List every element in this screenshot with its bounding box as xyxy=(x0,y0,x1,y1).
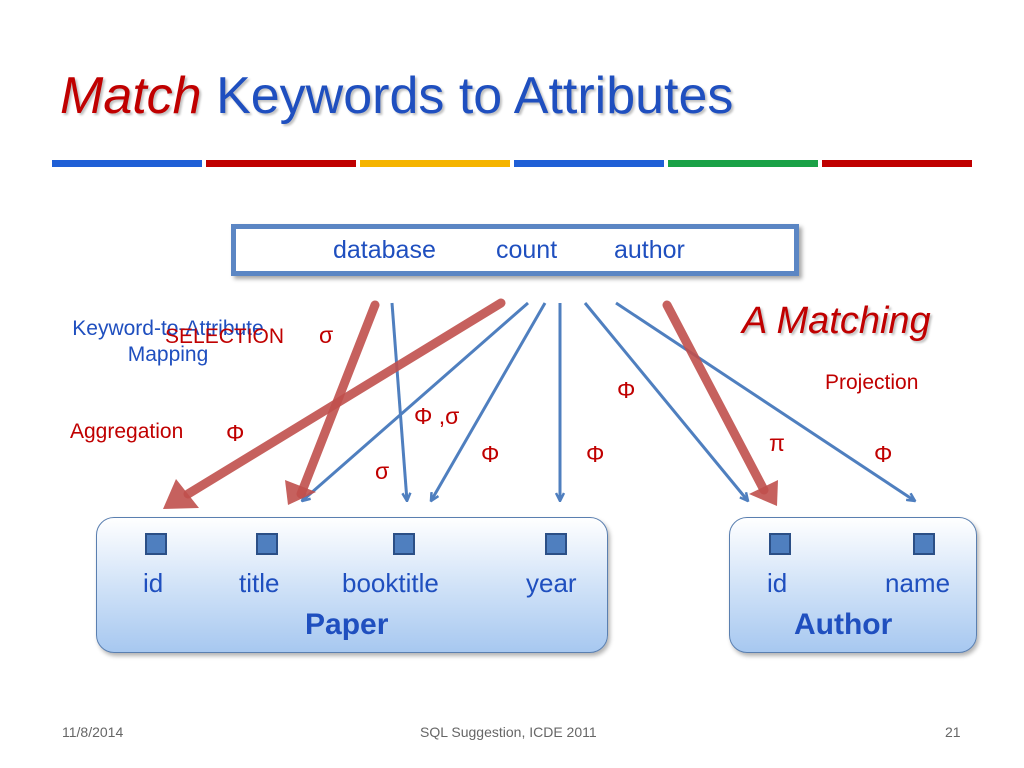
paper-attr-year: year xyxy=(526,568,577,598)
red-arrow-count-id xyxy=(183,298,506,499)
a-matching-label: A Matching xyxy=(742,300,931,342)
divider-bar-3 xyxy=(360,160,510,167)
red-arrowhead-id xyxy=(163,479,199,509)
red-arrowhead-author-id xyxy=(749,480,778,506)
red-arrow-database-title xyxy=(296,300,380,499)
sigma-selection-symbol: σ xyxy=(319,322,334,348)
divider-bar-5 xyxy=(668,160,818,167)
mapping-label: Keyword-to-Attribute Mapping xyxy=(44,316,292,368)
phi-mid1-symbol: Φ xyxy=(481,441,500,467)
divider-bar-2 xyxy=(206,160,356,167)
blue-arrow-author-name xyxy=(615,301,915,501)
footer-date: 11/8/2014 xyxy=(62,724,124,740)
selection-label: SELECTION xyxy=(165,325,285,348)
keyword-author: author xyxy=(614,236,685,264)
mapping-label-line2: Mapping xyxy=(127,343,209,366)
divider-bar-6 xyxy=(822,160,972,167)
keyword-count: count xyxy=(496,236,558,264)
projection-label: Projection xyxy=(825,371,919,394)
paper-attr-id: id xyxy=(143,568,164,598)
phi-aggregation-symbol: Φ xyxy=(226,420,245,446)
attribute-square-icon xyxy=(545,533,567,555)
attribute-square-icon xyxy=(769,533,791,555)
red-arrow-author-id xyxy=(662,300,769,495)
attribute-square-icon xyxy=(913,533,935,555)
sigma-low-symbol: σ xyxy=(375,458,390,484)
author-attr-id: id xyxy=(767,568,788,598)
paper-attr-title: title xyxy=(239,568,280,598)
red-arrowhead-title xyxy=(285,480,316,505)
footer-page-number: 21 xyxy=(945,724,961,740)
phi-right-symbol: Φ xyxy=(874,441,893,467)
blue-arrow-author-id xyxy=(583,302,748,501)
author-attr-name: name xyxy=(885,568,951,598)
blue-arrow-database-booktitle xyxy=(390,302,407,501)
blue-arrow-count-booktitle xyxy=(431,302,547,501)
attribute-square-icon xyxy=(393,533,415,555)
keyword-database: database xyxy=(333,236,436,264)
attribute-square-icon xyxy=(256,533,278,555)
title-rest: Keywords to Attributes xyxy=(216,67,734,125)
slide-title: Match Keywords to Attributes xyxy=(60,66,733,126)
phi-sigma-symbol: Φ ,σ xyxy=(414,403,460,429)
title-emphasis: Match xyxy=(60,67,202,125)
pi-symbol: π xyxy=(769,430,785,456)
paper-table xyxy=(96,517,608,653)
divider-bar-1 xyxy=(52,160,202,167)
phi-mid2-symbol: Φ xyxy=(586,441,605,467)
attribute-square-icon xyxy=(145,533,167,555)
phi-upper-symbol: Φ xyxy=(617,377,636,403)
divider-bar-4 xyxy=(514,160,664,167)
mapping-label-line1: Keyword-to-Attribute xyxy=(72,317,264,340)
aggregation-label: Aggregation xyxy=(70,420,184,443)
keyword-query-box xyxy=(231,224,799,276)
author-table-name: Author xyxy=(794,608,893,641)
paper-table-name: Paper xyxy=(305,608,389,641)
blue-arrow-database-title-path xyxy=(302,301,529,501)
paper-attr-booktitle: booktitle xyxy=(342,568,439,598)
footer-center: SQL Suggestion, ICDE 2011 xyxy=(420,724,597,740)
